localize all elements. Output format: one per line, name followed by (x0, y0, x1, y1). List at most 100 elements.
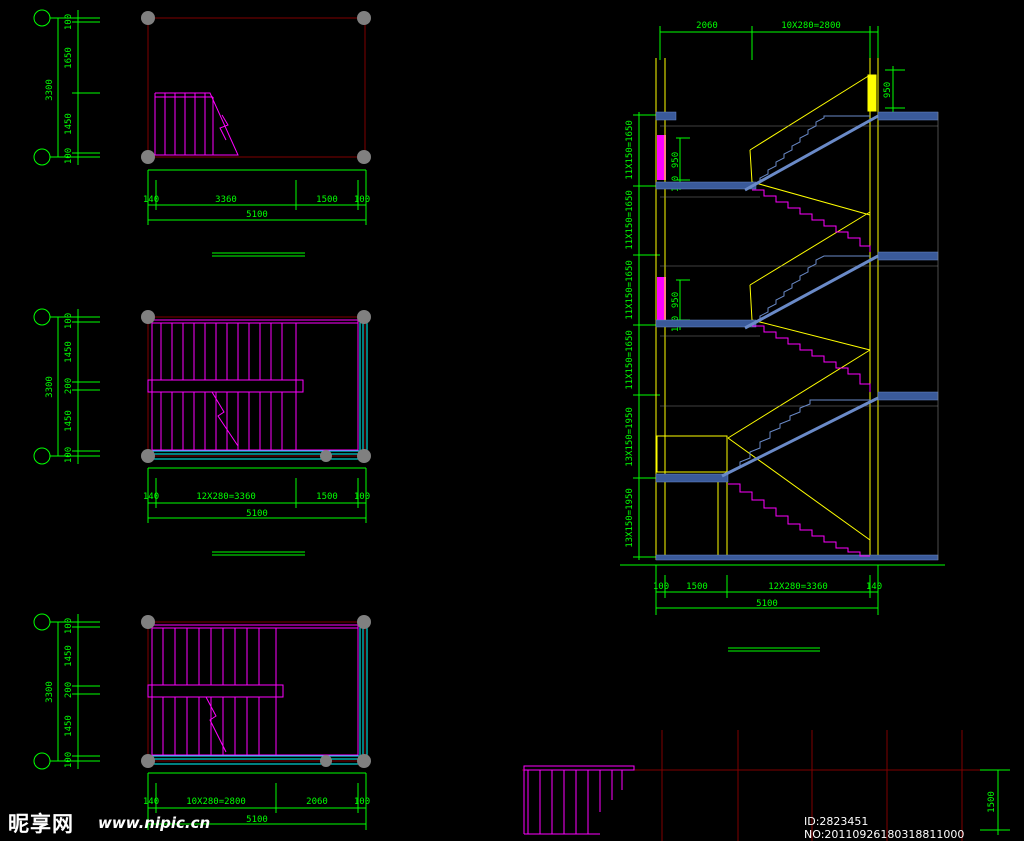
plan-top-title-underline (212, 252, 305, 257)
dim-text: 140 (866, 582, 882, 592)
dim-text: 5100 (246, 210, 268, 220)
dim-text: 11X150=1650 (625, 330, 635, 390)
plan-top-horiz-dims (147, 169, 367, 225)
column (141, 615, 155, 629)
dim-text: 200 (64, 682, 74, 698)
section-grid-lines (660, 112, 939, 560)
plan-middle: 100 1450 200 1450 100 3300 (33, 308, 371, 556)
plan-middle-railing (148, 320, 368, 460)
dim-text: 10X280=2800 (781, 21, 841, 31)
section-stair-steps-up (729, 115, 870, 473)
plan-bottom-stair (147, 624, 359, 756)
dim-text: 13X150=1950 (625, 488, 635, 548)
dim-text: 1500 (316, 195, 338, 205)
watermark-id: ID:2823451 NO:20110926180318811000 (804, 815, 965, 841)
railing-detail: 1500 (522, 730, 1010, 841)
dim-text: 1450 (64, 410, 74, 432)
dim-text: 140 (143, 797, 159, 807)
column (141, 11, 155, 25)
dim-text: 1500 (987, 791, 997, 813)
column (357, 615, 371, 629)
dim-text: 3300 (45, 376, 55, 398)
section-floor-slabs (655, 111, 939, 561)
plan-bottom-columns (141, 615, 371, 768)
dim-text: 5100 (756, 599, 778, 609)
axis-bubble (33, 9, 51, 27)
watermark-url: www.nipic.cn (98, 814, 211, 832)
dim-text: 5100 (246, 815, 268, 825)
dim-text: 1500 (686, 582, 708, 592)
dim-text: 12X280=3360 (196, 492, 256, 502)
column (141, 310, 155, 324)
dim-text: 100 (64, 447, 74, 463)
dim-text: 100 (64, 618, 74, 634)
dim-text: 100 (64, 313, 74, 329)
dim-text: 1650 (64, 47, 74, 69)
section-title-underline (728, 647, 820, 652)
plan-bottom-horiz-dims (147, 772, 367, 830)
section-windows: 950 100 950 100 (657, 135, 690, 332)
dim-text: 100 (354, 492, 370, 502)
section-right-dim (885, 66, 905, 112)
plan-bottom-railing (148, 625, 368, 765)
dim-text: 11X150=1650 (625, 260, 635, 320)
plan-middle-axis-markers (33, 308, 100, 465)
dim-text: 950 (883, 82, 893, 98)
dim-text: 12X280=3360 (768, 582, 828, 592)
axis-bubble (33, 752, 51, 770)
dim-text: 100 (64, 752, 74, 768)
plan-middle-outline (147, 316, 366, 457)
plan-middle-horiz-dims (147, 467, 367, 523)
dim-text: 5100 (246, 509, 268, 519)
dim-text: 100 (64, 14, 74, 30)
column (357, 310, 371, 324)
dim-text: 3300 (45, 79, 55, 101)
dim-text: 100 (354, 195, 370, 205)
plan-top: 100 1650 1450 100 3300 (33, 9, 371, 257)
section-top-dims (659, 26, 879, 60)
column (357, 11, 371, 25)
dim-text: 1450 (64, 341, 74, 363)
dim-text: 100 (653, 582, 669, 592)
section-stair-slabs (721, 114, 879, 478)
stair-section: 2060 10X280=2800 950 11X150=1650 11X150=… (620, 21, 945, 652)
dim-text: 1450 (64, 113, 74, 135)
plan-middle-stair (147, 319, 359, 451)
dim-text: 13X150=1950 (625, 407, 635, 467)
dim-text: 1450 (64, 645, 74, 667)
dim-text: 11X150=1650 (625, 190, 635, 250)
plan-middle-columns (141, 310, 371, 463)
section-walls (655, 58, 879, 560)
plan-top-stair (154, 92, 239, 156)
dim-text: 3360 (215, 195, 237, 205)
plan-bottom-axis-markers (33, 613, 100, 770)
plan-bottom: 100 1450 200 1450 100 3300 (33, 613, 371, 830)
column (357, 150, 371, 164)
dim-text: 950 (671, 152, 681, 168)
dim-text: 950 (671, 292, 681, 308)
watermark-logo: 昵享网 (8, 812, 74, 836)
dim-text: 2060 (306, 797, 328, 807)
column (320, 450, 332, 462)
dim-text: 10X280=2800 (186, 797, 246, 807)
plan-middle-title-underline (212, 551, 305, 556)
plan-top-outline (147, 17, 366, 158)
column (320, 755, 332, 767)
axis-bubble (33, 613, 51, 631)
dim-text: 140 (143, 195, 159, 205)
column (141, 754, 155, 768)
axis-bubble (33, 308, 51, 326)
dim-text: 100 (354, 797, 370, 807)
dim-text: 1500 (316, 492, 338, 502)
dim-text: 2060 (696, 21, 718, 31)
plan-top-columns (141, 11, 371, 164)
dim-text: 3300 (45, 681, 55, 703)
plan-top-axis-markers (33, 9, 100, 166)
section-stair-flights (728, 189, 871, 557)
dim-text: 140 (143, 492, 159, 502)
column (357, 449, 371, 463)
dim-text: 200 (64, 378, 74, 394)
column (357, 754, 371, 768)
